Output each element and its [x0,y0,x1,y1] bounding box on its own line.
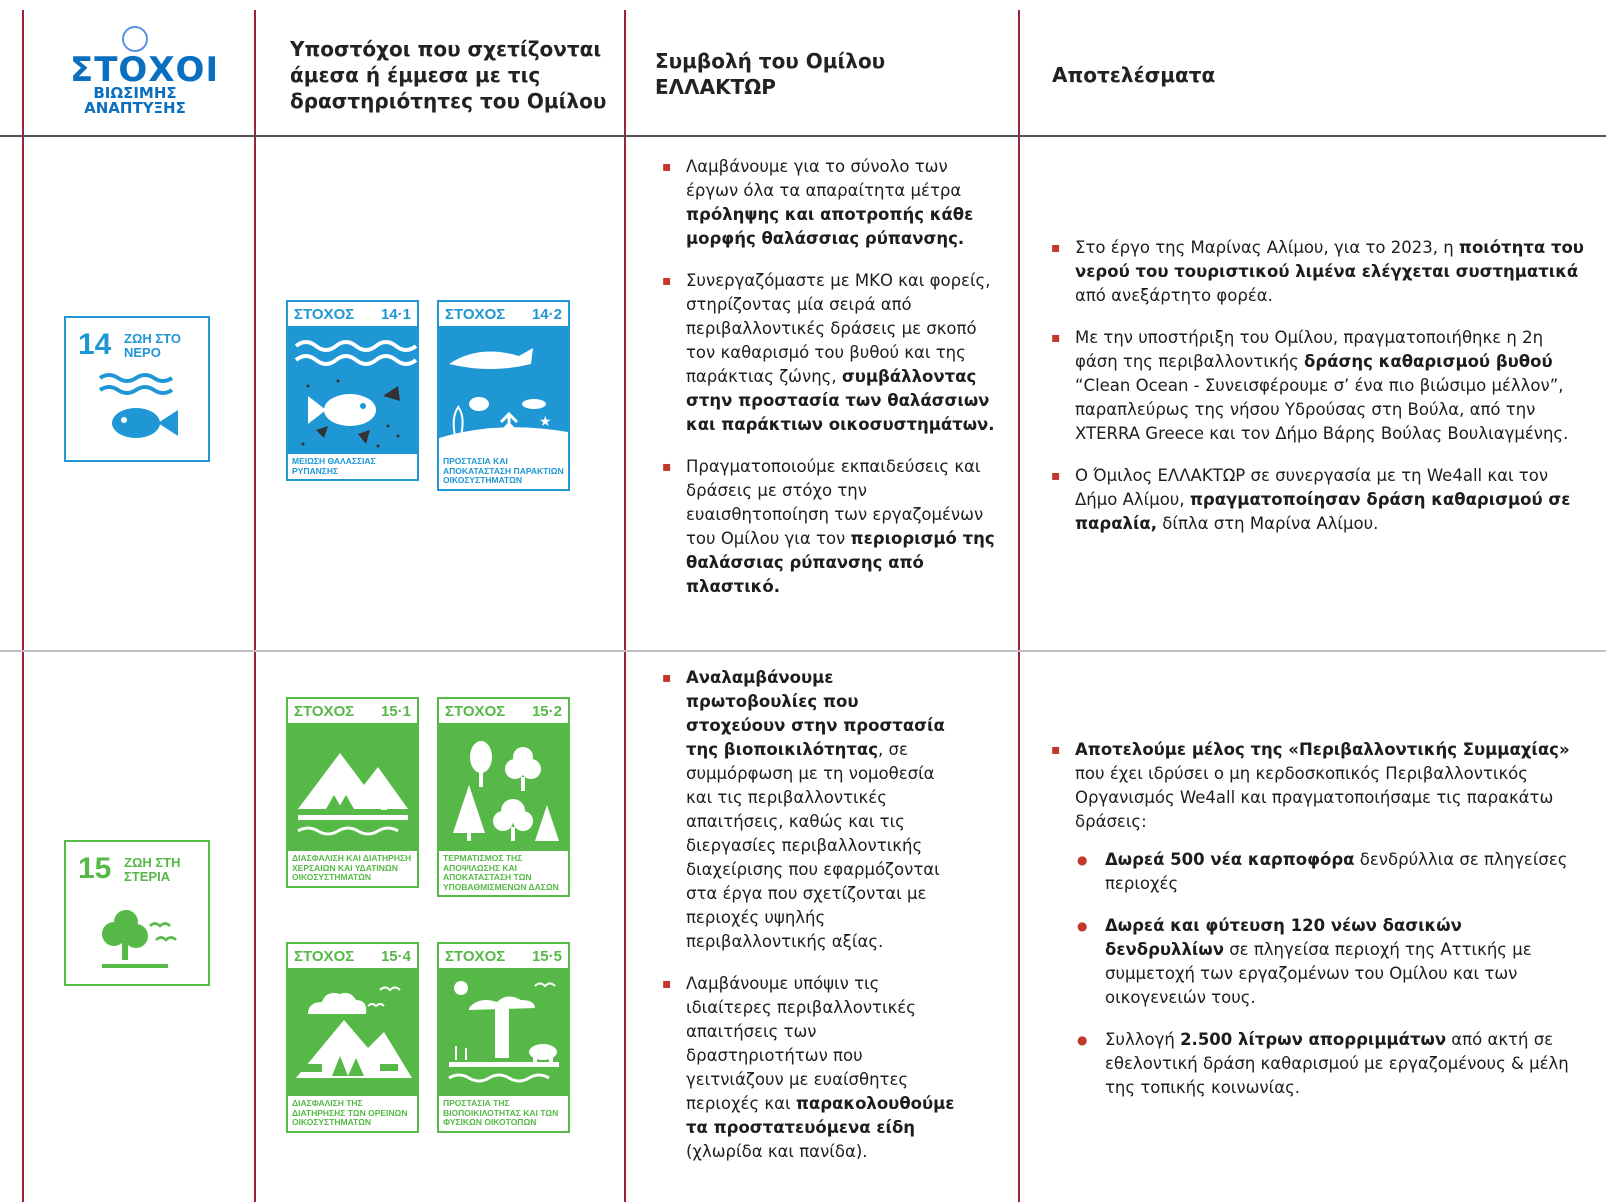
row1-contribution-list: ▪Λαμβάνουμε για το σύνολο των έργων όλα … [656,155,1001,617]
target-code: 15·2 [531,702,562,720]
column-divider-2 [254,10,256,1202]
list-item: ▪Λαμβάνουμε για το σύνολο των έργων όλα … [662,157,974,248]
target-caption: ΠΡΟΣΤΑΣΙΑ ΚΑΙ ΑΠΟΚΑΤΑΣΤΑΣΗ ΠΑΡΑΚΤΙΩΝ ΟΙΚ… [443,456,564,485]
bullet-icon: ▪ [662,976,672,992]
header-col-results: Αποτελέσματα [1052,63,1216,87]
row2-contribution-list: ▪Αναλαμβάνουμε πρωτοβουλίες που στοχεύου… [656,666,1001,1182]
tree-birds-icon [102,910,177,968]
coastal-ecosystem-icon: ★ [439,348,568,454]
bullet-icon: ▪ [1051,240,1061,256]
header-divider [0,135,1606,137]
row-divider [0,650,1606,652]
target-label: ΣΤΟΧΟΣ [294,305,355,323]
goal-number: 14 [78,328,112,361]
target-14-1: ΣΤΟΧΟΣ 14·1 ΜΕΙΩΣΗ ΘΑΛΑΣΣΙΑΣ ΡΥΠΑΝΣΗΣ [286,300,419,481]
target-label: ΣΤΟΧΟΣ [445,947,506,965]
list-item: ▪Αναλαμβάνουμε πρωτοβουλίες που στοχεύου… [662,668,945,951]
logo-line-2: ΑΝΑΠΤΥΞΗΣ [84,99,186,117]
sub-list-item: ●Συλλογή 2.500 λίτρων απορριμμάτων από α… [1077,1030,1569,1097]
target-label: ΣΤΟΧΟΣ [294,702,355,720]
list-item: ▪Στο έργο της Μαρίνας Αλίμου, για το 202… [1051,238,1584,305]
target-code: 15·5 [531,947,562,965]
list-item: ▪Ο Όμιλος ΕΛΛΑΚΤΩΡ σε συνεργασία με τη W… [1051,466,1571,533]
list-item: ▪Με την υποστήριξη του Ομίλου, πραγματοπ… [1051,328,1569,443]
bullet-icon: ▪ [1051,330,1061,346]
goal-number: 15 [78,852,112,885]
target-caption: ΤΕΡΜΑΤΙΣΜΟΣ ΤΗΣ ΑΠΟΨΙΛΩΣΗΣ ΚΑΙ ΑΠΟΚΑΤΑΣΤ… [443,853,559,892]
fish-waves-icon [98,373,178,438]
row1-results-list: ▪Στο έργο της Μαρίνας Αλίμου, για το 202… [1045,236,1585,554]
target-caption: ΔΙΑΣΦΑΛΙΣΗ ΤΗΣ ΔΙΑΤΗΡΗΣΗΣ ΤΩΝ ΟΡΕΙΝΩΝ ΟΙ… [292,1098,408,1127]
list-item: ▪Αποτελούμε μέλος της «Περιβαλλοντικής Σ… [1045,738,1585,1100]
sub-list-item: ●Δωρεά 500 νέα καρποφόρα δενδρύλλια σε π… [1077,850,1568,893]
forest-icon [453,741,559,841]
target-15-4: ΣΤΟΧΟΣ 15·4 ΔΙΑΣΦΑΛΙΣΗ ΤΗΣ ΔΙΑΤΗΡΗΣΗΣ ΤΩΝ… [286,942,419,1133]
target-code: 14·1 [380,305,411,323]
bullet-icon: ● [1077,919,1088,933]
logo-line-1: ΒΙΩΣΙΜΗΣ [93,84,177,102]
svg-text:★: ★ [539,414,552,430]
bullet-icon: ▪ [662,670,672,686]
header-col-contribution: Συμβολή του Ομίλου ΕΛΛΑΚΤΩΡ [655,49,886,99]
target-caption: ΠΡΟΣΤΑΣΙΑ ΤΗΣ ΒΙΟΠΟΙΚΙΛΟΤΗΤΑΣ ΚΑΙ ΤΩΝ ΦΥ… [443,1098,559,1127]
bullet-icon: ● [1077,1033,1088,1047]
target-code: 14·2 [531,305,562,323]
baobab-rhino-icon [448,981,559,1083]
target-14-2: ΣΤΟΧΟΣ 14·2 ★ ΠΡΟΣΤΑΣΙΑ ΚΑΙ ΑΠΟΚΑΤΑΣΤΑΣΗ … [437,300,570,491]
mountain-animals-icon [296,986,412,1078]
target-caption: ΔΙΑΣΦΑΛΙΣΗ ΚΑΙ ΔΙΑΤΗΡΗΣΗ ΧΕΡΣΑΙΩΝ ΚΑΙ ΥΔ… [292,853,412,882]
column-divider-4 [1018,10,1020,1202]
sub-list: ●Δωρεά 500 νέα καρποφόρα δενδρύλλια σε π… [1075,848,1585,1100]
target-label: ΣΤΟΧΟΣ [445,702,506,720]
bullet-icon: ● [1077,853,1088,867]
un-emblem-icon [122,26,148,52]
column-divider-3 [624,10,626,1202]
bullet-icon: ▪ [1051,468,1061,484]
target-15-2: ΣΤΟΧΟΣ 15·2 ΤΕΡΜΑΤΙΣΜΟΣ ΤΗΣ ΑΠΟΨΙΛΩΣΗΣ ΚΑ… [437,697,570,897]
marine-pollution-icon [294,340,417,448]
target-code: 15·4 [380,947,411,965]
bullet-icon: ▪ [1051,742,1061,758]
header-col-subtargets: Υποστόχοι που σχετίζονται άμεσα ή έμμεσα… [290,37,607,113]
column-divider-1 [22,10,24,1202]
list-item: ▪Λαμβάνουμε υπόψιν τις ιδιαίτερες περιβα… [662,974,955,1161]
target-code: 15·1 [380,702,411,720]
target-label: ΣΤΟΧΟΣ [445,305,506,323]
mountain-lake-icon [297,753,408,836]
sdg-logo: ΣΤΟΧΟΙ ΒΙΩΣΙΜΗΣ ΑΝΑΠΤΥΞΗΣ [70,26,220,117]
row2-results-list: ▪Αποτελούμε μέλος της «Περιβαλλοντικής Σ… [1045,738,1585,1118]
sub-list-item: ●Δωρεά και φύτευση 120 νέων δασικών δενδ… [1077,916,1532,1007]
list-item: ▪Πραγματοποιούμε εκπαιδεύσεις και δράσει… [662,457,995,596]
target-caption: ΜΕΙΩΣΗ ΘΑΛΑΣΣΙΑΣ ΡΥΠΑΝΣΗΣ [292,456,376,476]
list-item: ▪Συνεργαζόμαστε με ΜΚΟ και φορείς, στηρί… [662,271,995,434]
bullet-icon: ▪ [662,273,672,289]
target-15-1: ΣΤΟΧΟΣ 15·1 ΔΙΑΣΦΑΛΙΣΗ ΚΑΙ ΔΙΑΤΗΡΗΣΗ ΧΕΡΣ… [286,697,419,888]
bullet-icon: ▪ [662,159,672,175]
bullet-icon: ▪ [662,459,672,475]
target-label: ΣΤΟΧΟΣ [294,947,355,965]
target-15-5: ΣΤΟΧΟΣ 15·5 ΠΡΟΣΤΑΣΙΑ ΤΗΣ ΒΙΟΠΟΙΚΙΛΟΤΗΤΑΣ… [437,942,570,1133]
logo-title: ΣΤΟΧΟΙ [70,50,220,90]
